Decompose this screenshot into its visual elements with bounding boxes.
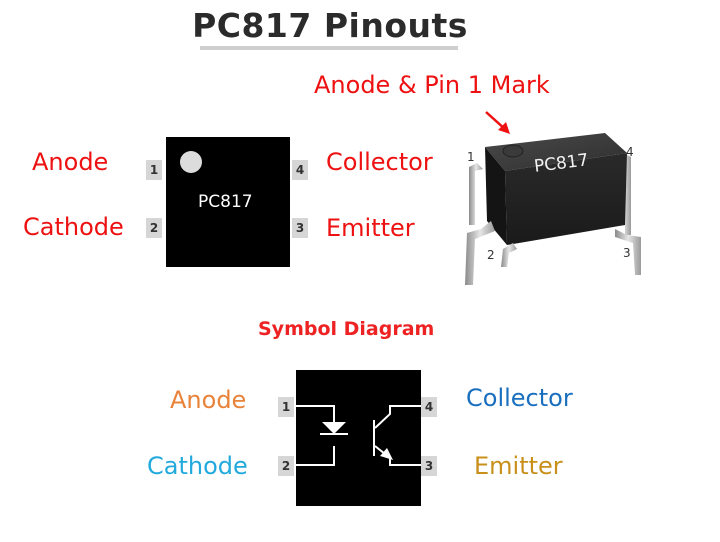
cathode-label: Cathode (23, 213, 124, 241)
symbol-emitter-label: Emitter (474, 452, 563, 480)
emitter-label: Emitter (326, 214, 415, 242)
symbol-chip-body (296, 370, 421, 506)
chip-label: PC817 (198, 192, 253, 212)
led-triangle-icon (322, 422, 346, 434)
package-pin-3: 3 (623, 246, 631, 260)
collector-label: Collector (326, 148, 433, 176)
arrow-icon (485, 111, 510, 134)
symbol-pin-3: 3 (421, 456, 437, 476)
pin-4: 4 (292, 160, 308, 180)
symbol-pin-1: 1 (278, 397, 294, 417)
anode-label: Anode (32, 148, 109, 176)
package-pin-1: 1 (467, 150, 475, 164)
page-title: PC817 Pinouts (192, 6, 468, 45)
symbol-pin-4: 4 (421, 397, 437, 417)
emitter-arrow-icon (380, 448, 393, 460)
symbol-anode-label: Anode (170, 386, 247, 414)
symbol-collector-label: Collector (466, 384, 573, 412)
pin1-dot-icon (180, 151, 202, 173)
title-underline (200, 46, 458, 50)
pin-2: 2 (146, 218, 162, 238)
phototransistor-symbol-icon (373, 405, 421, 466)
pin1-mark-annotation: Anode & Pin 1 Mark (314, 71, 550, 99)
symbol-pin-2: 2 (278, 456, 294, 476)
package-pin-4: 4 (626, 145, 634, 159)
pin-3: 3 (292, 218, 308, 238)
symbol-cathode-label: Cathode (147, 452, 248, 480)
package-photo (465, 133, 641, 285)
symbol-diagram-title: Symbol Diagram (258, 318, 435, 340)
package-pin-2: 2 (487, 248, 495, 262)
chip-body: PC817 (166, 137, 290, 267)
pin-1: 1 (146, 160, 162, 180)
